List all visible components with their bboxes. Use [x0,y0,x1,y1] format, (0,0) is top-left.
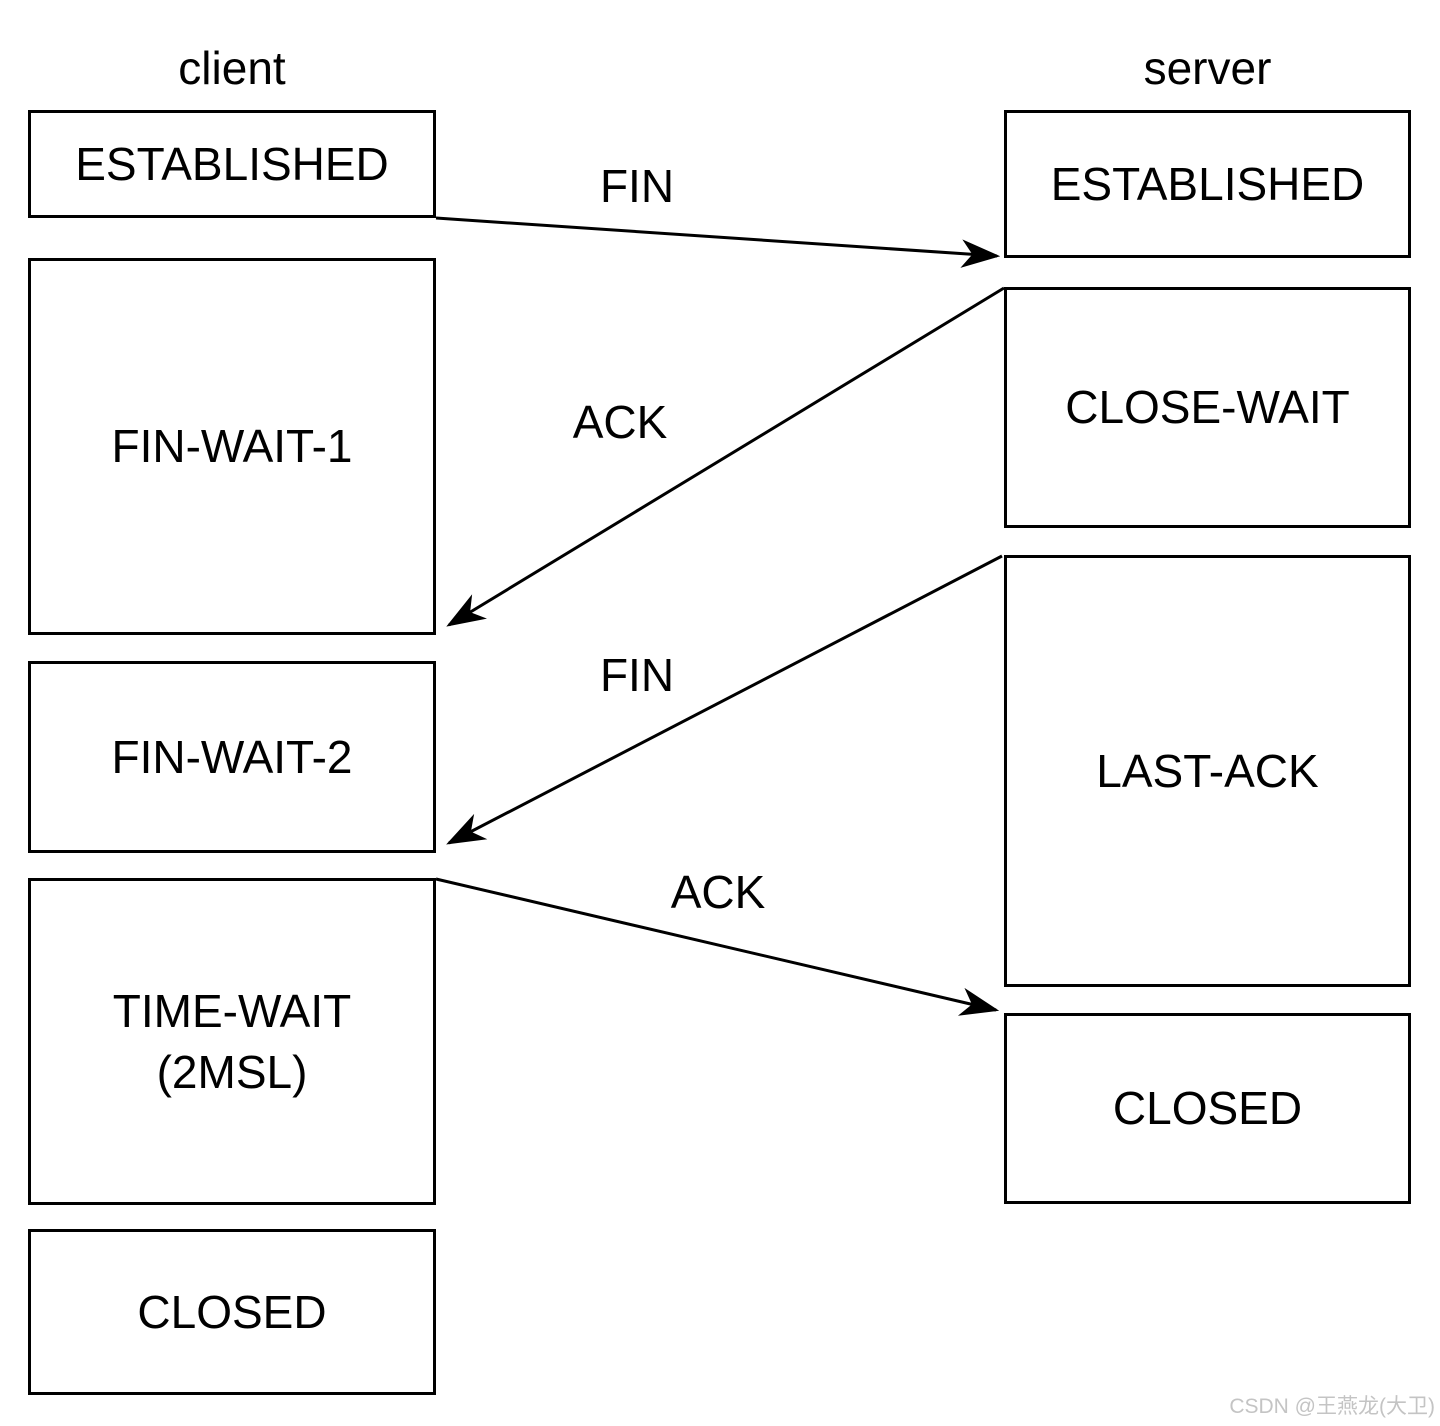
client-state-established: ESTABLISHED [28,110,436,218]
arrow-fin-server-to-client [446,554,1003,845]
client-column-heading: client [178,42,286,94]
state-label: LAST-ACK [1096,744,1319,797]
state-label: CLOSE-WAIT [1065,381,1350,434]
client-state-closed: CLOSED [28,1229,436,1395]
server-state-last-ack: LAST-ACK [1004,555,1411,987]
state-label: ESTABLISHED [75,137,389,190]
arrow-label-ack-2: ACK [670,866,766,918]
csdn-watermark: CSDN @王燕龙(大卫) [1229,1395,1435,1418]
state-label: FIN-WAIT-1 [111,420,353,473]
state-label: CLOSED [137,1285,327,1338]
state-label: FIN-WAIT-2 [111,730,353,783]
state-label: TIME-WAIT [112,984,352,1037]
server-column-heading: server [1143,42,1272,94]
client-state-time-wait: TIME-WAIT (2MSL) [28,878,436,1205]
arrow-label-fin-2: FIN [599,649,675,701]
arrow-label-fin-1: FIN [599,160,675,212]
state-sublabel: (2MSL) [156,1045,308,1098]
server-state-established: ESTABLISHED [1004,110,1411,258]
client-state-fin-wait-2: FIN-WAIT-2 [28,661,436,853]
server-state-closed: CLOSED [1004,1013,1411,1204]
state-label: ESTABLISHED [1050,157,1365,210]
arrow-fin-client-to-server [435,216,1001,268]
state-label: CLOSED [1112,1082,1303,1135]
arrow-ack-server-to-client [446,286,1005,627]
arrow-label-ack-1: ACK [572,396,668,448]
server-state-close-wait: CLOSE-WAIT [1004,287,1411,528]
client-state-fin-wait-1: FIN-WAIT-1 [28,258,436,635]
